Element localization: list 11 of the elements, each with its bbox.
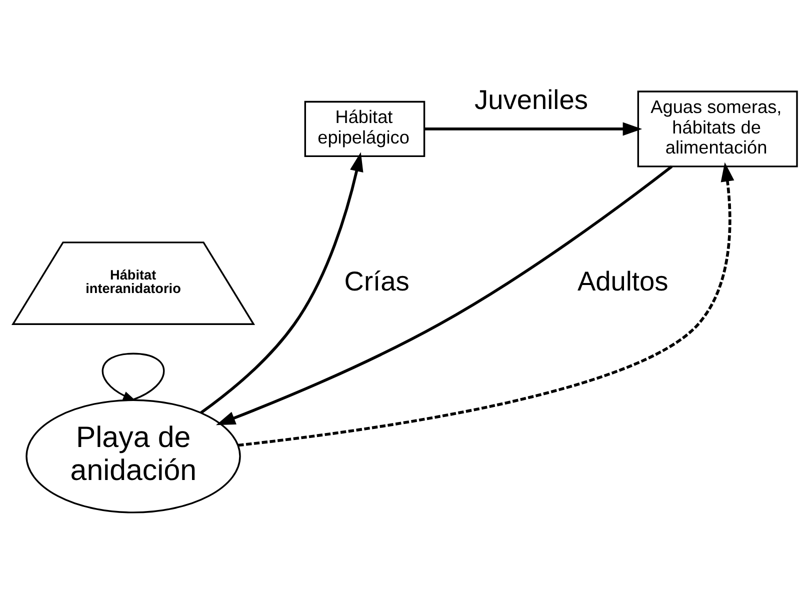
arrow xyxy=(238,162,734,447)
node-box: Hábitat epipelágico xyxy=(304,100,426,158)
edge-label: Adultos xyxy=(577,265,668,296)
arrow xyxy=(200,152,364,414)
node-box: Aguas someras, hábitats de alimentación xyxy=(637,90,798,168)
edge-label: Juveniles xyxy=(474,84,588,115)
node-ellipse: Playa de anidación xyxy=(26,399,241,514)
arrow xyxy=(216,165,673,426)
edge-label: Crías xyxy=(344,265,410,296)
arrow xyxy=(102,352,165,401)
arrow xyxy=(424,122,642,136)
